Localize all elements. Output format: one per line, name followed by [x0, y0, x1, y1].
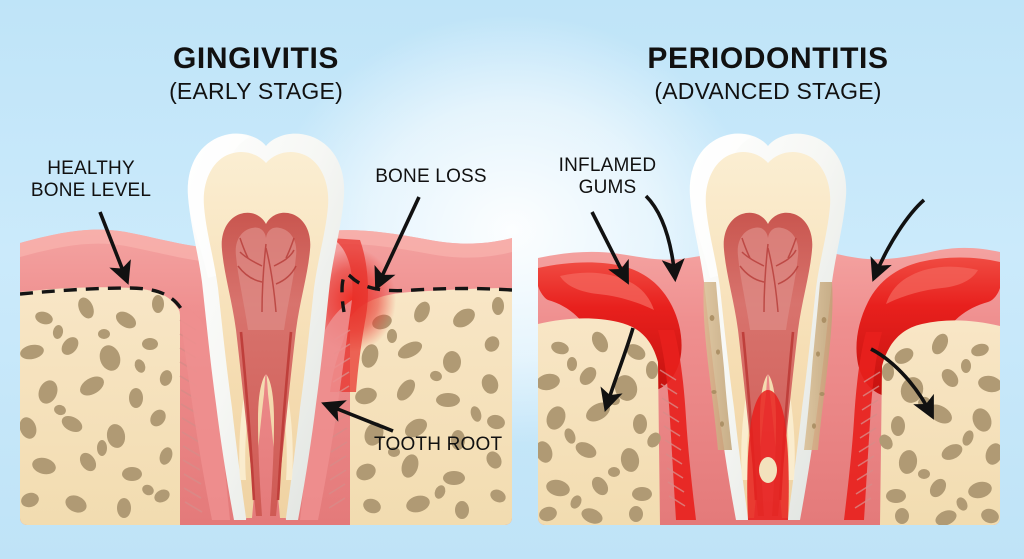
- infection-pocket-left: [658, 330, 696, 520]
- dentin-rings-left: [239, 368, 293, 480]
- periodontal-ligament-left-periodontitis: [659, 369, 686, 507]
- dentin-rings-right: [741, 368, 795, 480]
- alveolar-bone-right: [350, 288, 512, 525]
- tooth-root-label: TOOTH ROOT: [374, 434, 503, 455]
- healthy-bone-level-label: HEALTHY BONE LEVEL: [30, 158, 152, 201]
- alveolar-bone-left: [20, 287, 180, 525]
- inflamed-gums-label: INFLAMED GUMS: [558, 155, 657, 198]
- periodontitis-panel-group: [538, 133, 1000, 525]
- pulp-highlight-left: [235, 227, 297, 330]
- pulp-vessels-right: [739, 237, 799, 313]
- inflamed-gum-right-highlight: [886, 266, 978, 304]
- gingivitis-title-block: GINGIVITIS (EARLY STAGE): [126, 42, 386, 104]
- pulp-vessels-left: [237, 237, 297, 313]
- pulp-highlight-right: [737, 227, 799, 330]
- apical-inflammation: [747, 390, 789, 520]
- apex-foramen: [759, 457, 777, 483]
- tartar-deposit-left: [703, 282, 732, 450]
- root-socket-tint-left: [178, 300, 352, 520]
- inflamed-gum-left-highlight: [560, 272, 654, 310]
- gingivitis-panel-group: [20, 133, 512, 525]
- gingivitis-title: GINGIVITIS: [172, 42, 340, 75]
- periodontitis-title-block: PERIODONTITIS (ADVANCED STAGE): [628, 42, 908, 104]
- gingivitis-subtitle: (EARLY STAGE): [169, 77, 343, 104]
- tartar-specks: [709, 315, 827, 429]
- healthy-bone-level-dashed-line: [20, 286, 184, 311]
- bone-loss-dashed-line: [340, 272, 512, 313]
- periodontitis-subtitle: (ADVANCED STAGE): [654, 77, 882, 104]
- periodontitis-title: PERIODONTITIS: [647, 42, 889, 75]
- root-canals-left: [239, 331, 293, 501]
- bone-loss-label: BONE LOSS: [375, 166, 487, 187]
- tartar-deposit-right: [804, 282, 833, 450]
- bone-cavities-left: [20, 295, 173, 518]
